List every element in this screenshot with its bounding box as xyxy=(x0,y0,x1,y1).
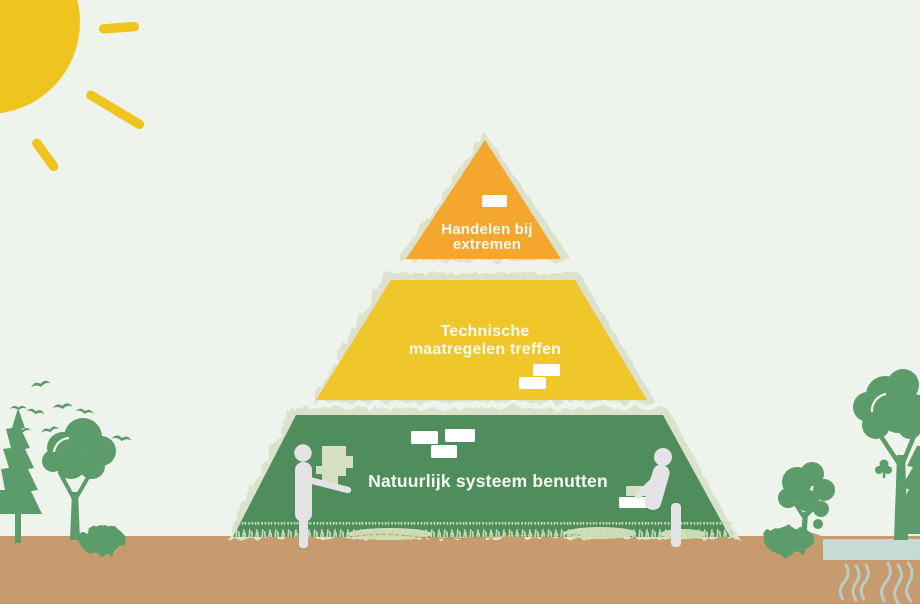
sun-ray xyxy=(32,138,59,172)
person-torso xyxy=(644,464,670,510)
puzzle-block xyxy=(316,446,353,484)
sprout xyxy=(879,459,889,469)
tree-highlight xyxy=(52,436,70,453)
brick-shape xyxy=(482,195,507,207)
person-arm xyxy=(301,475,352,494)
person-arm xyxy=(634,473,661,500)
sun-icon xyxy=(0,0,145,172)
brick-shape xyxy=(533,364,560,376)
brick-shape xyxy=(619,497,647,508)
pyramid-tier-middle xyxy=(316,280,647,400)
water-infiltration-waves xyxy=(838,561,914,604)
round-tree-icon xyxy=(853,369,920,540)
brick-shape xyxy=(445,429,475,442)
bush-icon xyxy=(79,525,125,555)
pine-tree-icon xyxy=(0,408,42,543)
ground-soil xyxy=(0,536,920,604)
round-tree-icon xyxy=(778,462,835,546)
person-head xyxy=(294,444,312,462)
grass-tufts xyxy=(233,522,733,540)
person-figure-right xyxy=(619,448,681,547)
brick-shape xyxy=(411,431,438,444)
person-head xyxy=(654,448,672,466)
person-figure-left xyxy=(294,444,353,548)
brick-shape xyxy=(519,377,546,389)
round-tree-icon xyxy=(42,418,116,540)
brick-shape xyxy=(431,445,457,458)
pyramid-tier-bottom xyxy=(233,415,730,537)
sun-ray xyxy=(86,90,145,130)
pyramid-bricks xyxy=(411,195,560,458)
bush-icon xyxy=(765,526,815,556)
sun-ray xyxy=(99,21,139,34)
tree-highlight xyxy=(870,392,887,413)
person-leg xyxy=(671,503,681,547)
person-torso xyxy=(295,462,312,522)
pine-tree-icon xyxy=(899,446,920,534)
water-pool xyxy=(823,539,920,560)
person-leg xyxy=(299,516,308,548)
